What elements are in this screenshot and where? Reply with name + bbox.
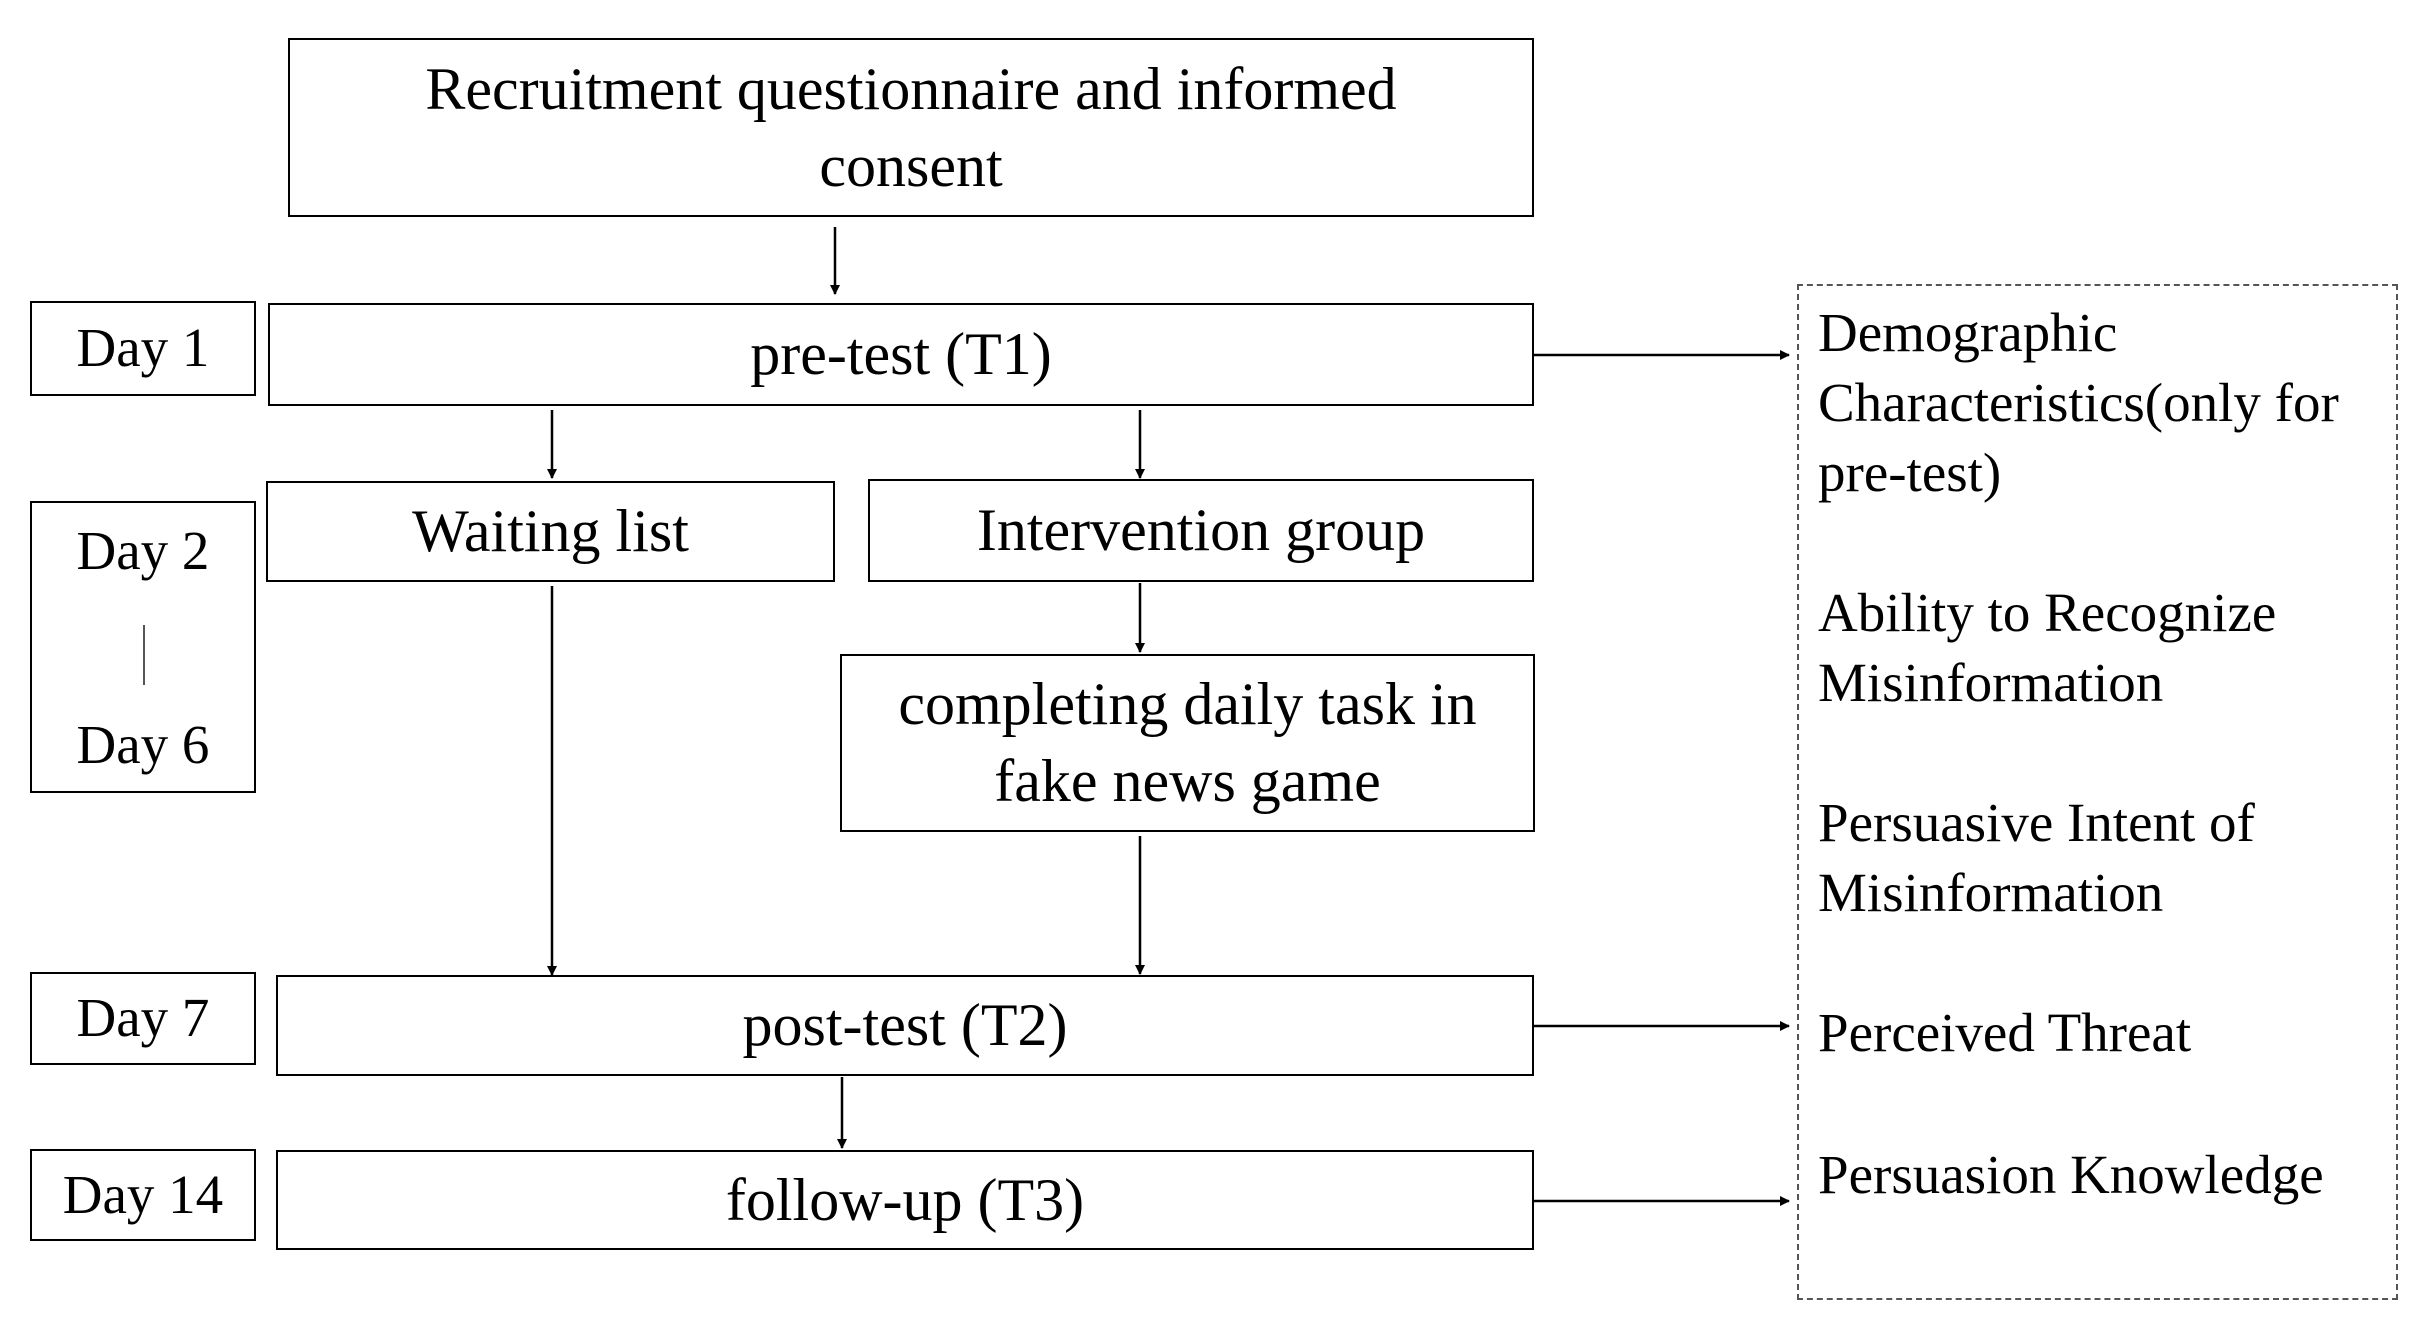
recruitment-box: Recruitment questionnaire and informed c… <box>288 38 1534 217</box>
day-6-label: Day 6 <box>76 714 210 775</box>
outcome-perceived-threat: Perceived Threat <box>1818 998 2191 1068</box>
intervention-group-label: Intervention group <box>976 497 1426 564</box>
pretest-label: pre-test (T1) <box>750 321 1052 388</box>
outcome-persuasion-knowledge: Persuasion Knowledge <box>1818 1140 2324 1210</box>
daily-task-box: completing daily task in fake news game <box>840 654 1535 832</box>
day-7-label: Day 7 <box>76 987 210 1049</box>
outcome-persuasion-knowledge-label: Persuasion Knowledge <box>1818 1144 2324 1205</box>
day-14-box: Day 14 <box>30 1149 256 1241</box>
pretest-box: pre-test (T1) <box>268 303 1534 406</box>
day-2-label: Day 2 <box>76 520 210 581</box>
outcome-recognize-misinformation: Ability to Recognize Misinformation <box>1818 578 2378 718</box>
recruitment-label: Recruitment questionnaire and informed c… <box>425 55 1397 199</box>
day-14-label: Day 14 <box>62 1163 224 1225</box>
outcome-perceived-threat-label: Perceived Threat <box>1818 1002 2192 1063</box>
outcome-demographics: Demographic Characteristics(only for pre… <box>1818 298 2388 508</box>
day-2-6-box: Day 2 Day 6 <box>30 501 256 793</box>
day-range-divider <box>143 625 145 685</box>
waiting-list-box: Waiting list <box>266 481 835 582</box>
posttest-label: post-test (T2) <box>742 992 1068 1059</box>
followup-box: follow-up (T3) <box>276 1150 1534 1250</box>
followup-label: follow-up (T3) <box>725 1166 1085 1233</box>
day-1-label: Day 1 <box>76 317 210 379</box>
outcome-demographics-label: Demographic Characteristics(only for pre… <box>1818 302 2339 503</box>
outcome-persuasive-intent: Persuasive Intent of Misinformation <box>1818 788 2318 928</box>
waiting-list-label: Waiting list <box>412 498 689 565</box>
intervention-group-box: Intervention group <box>868 479 1534 582</box>
outcome-recognize-misinformation-label: Ability to Recognize Misinformation <box>1818 582 2277 713</box>
daily-task-label: completing daily task in fake news game <box>898 671 1477 814</box>
day-7-box: Day 7 <box>30 972 256 1065</box>
outcome-measures-panel <box>1797 284 2398 1300</box>
day-1-box: Day 1 <box>30 301 256 396</box>
posttest-box: post-test (T2) <box>276 975 1534 1076</box>
outcome-persuasive-intent-label: Persuasive Intent of Misinformation <box>1818 792 2255 923</box>
